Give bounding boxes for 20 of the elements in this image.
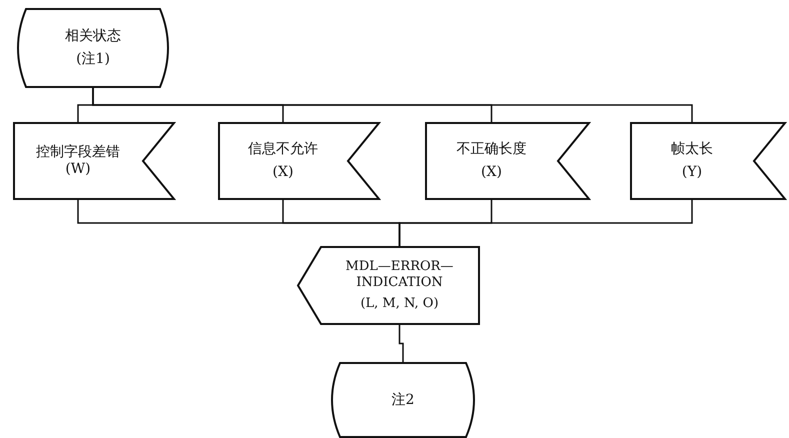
input-signal-symbol: [13, 122, 175, 200]
input-signal-symbol: [425, 122, 590, 200]
node-text: 信息不允许: [248, 141, 318, 158]
output-signal-symbol: [297, 246, 480, 325]
connector-line: [398, 200, 693, 246]
node-text: 注2: [392, 392, 414, 408]
connector-line: [92, 88, 693, 122]
input-signal-symbol: [630, 122, 786, 200]
input-signal-symbol: [218, 122, 380, 200]
node-text: 帧太长: [671, 141, 713, 158]
node-text: (X): [272, 164, 294, 181]
connector-line: [398, 325, 404, 362]
node-text: 控制字段差错(W): [36, 144, 120, 178]
node-text: 不正确长度: [456, 141, 526, 158]
node-text: (注1): [76, 51, 110, 68]
node-text: (L, M, N, O): [360, 296, 439, 312]
node-text: 相关状态: [65, 28, 121, 45]
node-text: MDL—ERROR—INDICATION: [344, 259, 454, 290]
node-text: (X): [481, 164, 502, 181]
node-text: (Y): [682, 164, 702, 181]
